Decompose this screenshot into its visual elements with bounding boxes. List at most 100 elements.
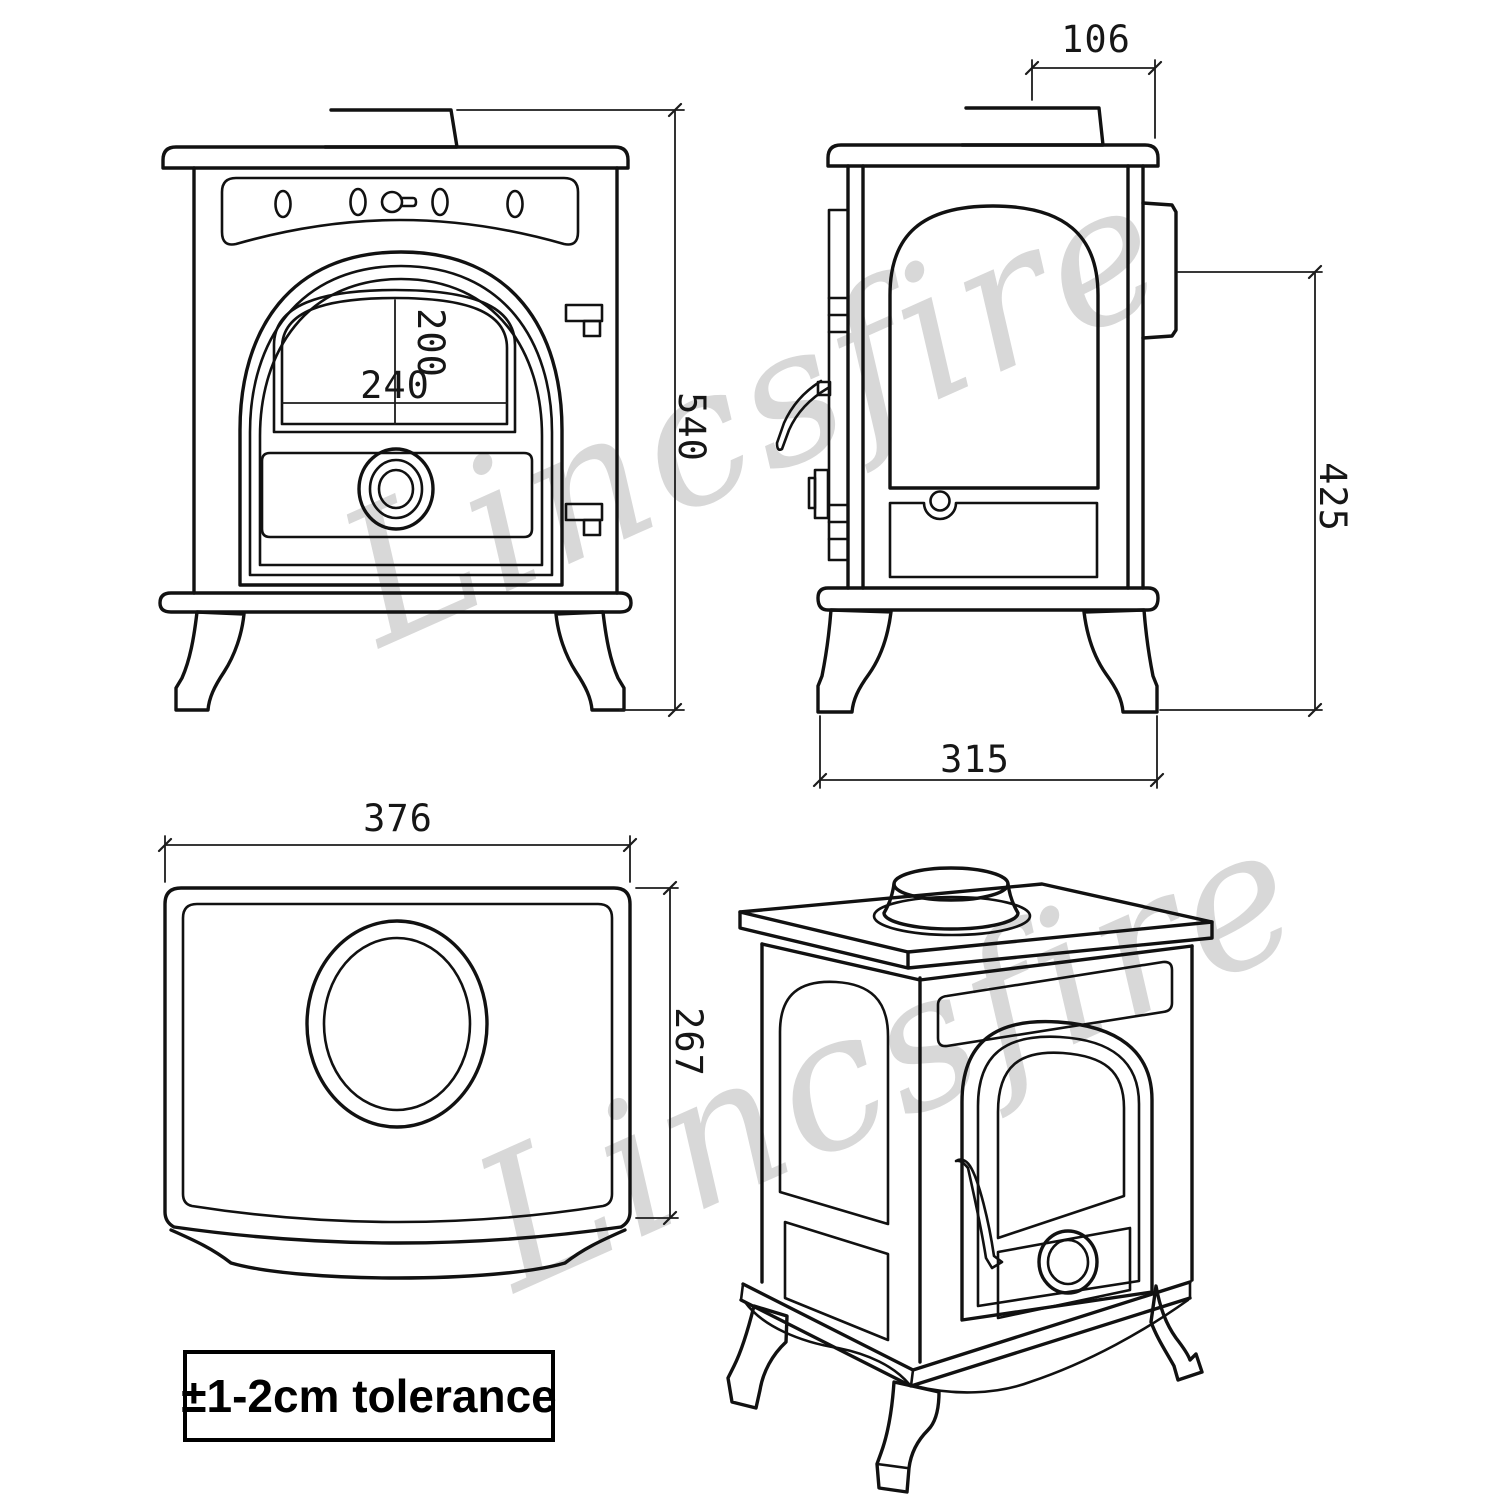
ash-panel: [260, 451, 534, 539]
top-plate-side: [826, 143, 1160, 168]
dim-106-ticks: [1024, 60, 1163, 76]
key-escutcheon: [380, 190, 418, 214]
door-knob-3d: [1037, 1229, 1099, 1295]
body-top-edges: [760, 942, 1194, 982]
door-frame-inner: [258, 277, 544, 567]
key-tab: [399, 196, 418, 208]
dim-200-label: 200: [409, 308, 452, 378]
top-front-lip: [169, 1228, 627, 1280]
collar-sides: [882, 882, 1020, 931]
handle-lever: [775, 379, 830, 452]
dim-315-label: 315: [940, 738, 1010, 781]
knob-outer-3d: [1037, 1229, 1099, 1295]
base-plate: [158, 591, 633, 614]
tolerance-text: ±1-2cm tolerance: [181, 1370, 557, 1422]
dim-425-ticks: [1307, 264, 1323, 718]
vent-oval: [349, 187, 367, 217]
base-skirt-front: [913, 1298, 1190, 1394]
knob-inner-3d: [1046, 1238, 1090, 1286]
leg-right: [554, 610, 626, 712]
door-handle-3d: [954, 1158, 1004, 1270]
handle-mount: [816, 380, 832, 397]
vent-oval: [431, 187, 449, 217]
collar-base-ring: [872, 895, 1032, 937]
body-sides: [192, 166, 619, 595]
arch-panel-side: [888, 204, 1100, 490]
leg-front-3d: [875, 1380, 941, 1494]
leg-rear-side: [1082, 608, 1159, 714]
flue-opening-outer: [305, 919, 489, 1129]
base-end-caps: [739, 1280, 1192, 1388]
base-plate-side: [816, 586, 1160, 612]
flue-opening-inner: [322, 936, 472, 1112]
glass-3d: [996, 1051, 1126, 1240]
vent-panel: [220, 176, 580, 246]
dim-376-ticks: [157, 837, 638, 853]
base-skirt-left: [743, 1300, 911, 1386]
base-band-3d: [739, 1280, 1192, 1394]
door-frame-outer: [238, 250, 564, 587]
door-frame-inner-3d: [976, 1035, 1141, 1308]
hinge-top: [564, 303, 604, 338]
door-handle-side: [775, 379, 832, 452]
side-dimensions: 106 425 315: [812, 18, 1354, 789]
vent-oval: [506, 189, 524, 219]
knob-mid: [368, 458, 424, 520]
flue-collar: [323, 108, 459, 149]
watermark-top: Lincsfire: [307, 134, 1197, 689]
side-lower-inset: [783, 1220, 890, 1342]
vent-oval: [274, 189, 292, 219]
hinge-pin: [582, 319, 602, 338]
dim-376-label: 376: [363, 797, 433, 840]
knob-inner: [377, 468, 415, 510]
flue-collar-side: [960, 106, 1105, 147]
top-plate-inner: [181, 902, 614, 1224]
tolerance-note: ±1-2cm tolerance: [181, 1350, 557, 1442]
door-knob: [357, 447, 435, 531]
dim-240-label: 240: [360, 364, 430, 407]
tolerance-box: [183, 1350, 555, 1442]
door-latch-side: [807, 468, 830, 520]
side-arch-inset: [778, 980, 890, 1226]
top-plate-outline: [163, 886, 632, 1245]
leg-left: [174, 610, 246, 712]
side-view: [775, 106, 1178, 714]
leg-right-3d: [1149, 1284, 1204, 1382]
leg-rear-left-3d: [726, 1304, 789, 1410]
door-slab-rungs: [827, 296, 850, 541]
hinge-plate: [564, 303, 604, 323]
leg-front-side: [816, 608, 893, 714]
top-plate: [161, 145, 630, 170]
dim-267-ticks: [662, 880, 678, 1226]
body-corner-edges: [760, 942, 1194, 1364]
top-dimensions: 376 267: [157, 797, 710, 1226]
knob-outer: [357, 447, 435, 531]
dim-267-label: 267: [667, 1007, 710, 1077]
door-frame-mid: [248, 264, 554, 577]
vent-ovals: [274, 187, 524, 219]
door-frame-3d: [960, 1019, 1154, 1322]
latch-step: [807, 476, 817, 510]
front-view: [158, 108, 633, 712]
top-view: [163, 886, 632, 1280]
rear-flue-box: [1141, 201, 1178, 340]
dim-425-label: 425: [1311, 462, 1354, 532]
perspective-view: [726, 866, 1214, 1494]
dim-106-label: 106: [1061, 18, 1131, 61]
key-circle: [380, 190, 404, 214]
dim-540-label: 540: [670, 392, 713, 462]
vent-panel-3d: [936, 960, 1174, 1048]
hinge-bottom: [564, 502, 604, 537]
front-dimensions: 540 200 240: [360, 102, 713, 718]
flue-collar-3d: [882, 866, 1020, 931]
collar-top: [892, 866, 1010, 902]
body-lines-side: [846, 164, 1145, 590]
glass-window: [272, 288, 517, 434]
legs-3d: [726, 1284, 1204, 1494]
glass-inner-line: [280, 296, 509, 426]
top-plate-thickness: [738, 910, 1214, 970]
leg-front-foot-pad: [875, 1462, 909, 1470]
dim-315-ticks: [812, 772, 1165, 788]
